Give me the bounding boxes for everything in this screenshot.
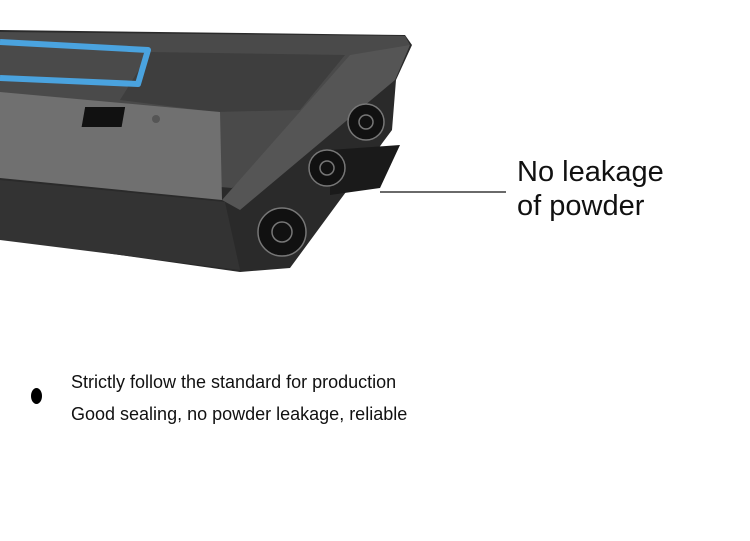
feature-text: Good sealing, no powder leakage, reliabl… [71, 404, 408, 424]
cartridge-lower-body [0, 180, 240, 270]
bullet-dot-icon [31, 388, 42, 404]
gear-icon [257, 103, 385, 257]
callout-line1: No leakage [517, 156, 664, 188]
callout-text: No leakage of powder [517, 155, 664, 223]
cartridge-slot [81, 107, 126, 127]
cartridge-raised-panel [120, 52, 345, 112]
cartridge-side-rail [222, 45, 410, 210]
cartridge-screw [152, 115, 160, 123]
blue-handle [0, 39, 151, 87]
feature-text: Strictly follow the standard for product… [71, 372, 397, 392]
side-flap [330, 145, 400, 195]
callout-line2: of powder [517, 190, 645, 222]
cartridge-front-face [0, 92, 222, 200]
